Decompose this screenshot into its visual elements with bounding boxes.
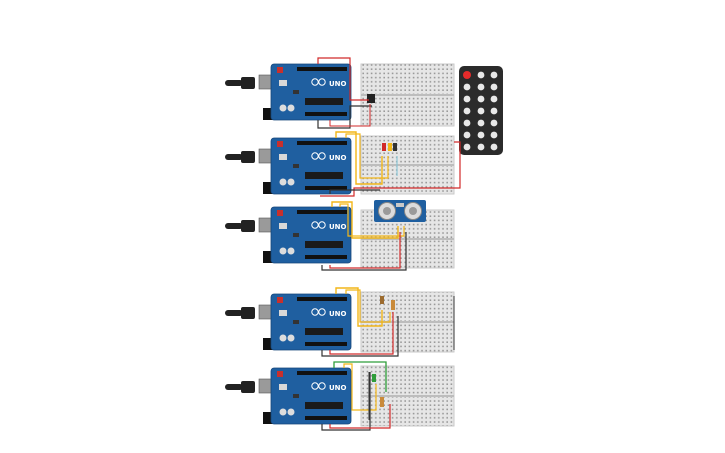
resistor[interactable]	[393, 143, 397, 151]
uno-label-4: UNO	[329, 310, 347, 318]
uno-label-3: UNO	[329, 223, 347, 231]
circuit-3	[224, 200, 455, 271]
resistor-5[interactable]	[380, 397, 384, 407]
uno-label-2: UNO	[329, 154, 347, 162]
circuit-1	[224, 57, 455, 129]
uno-label-5: UNO	[329, 384, 347, 392]
resistor-4[interactable]	[391, 300, 395, 310]
arduino-uno-5[interactable]	[224, 367, 352, 425]
remote-power-button[interactable]	[463, 71, 471, 79]
arduino-uno-3[interactable]	[224, 206, 352, 264]
ir-remote[interactable]	[459, 66, 503, 155]
arduino-uno-4[interactable]	[224, 293, 352, 351]
circuit-4	[224, 287, 455, 357]
hc-sr04[interactable]	[374, 200, 426, 222]
led[interactable]	[380, 296, 384, 304]
red-led[interactable]	[382, 143, 386, 151]
circuit-5	[224, 361, 455, 431]
uno-label-1: UNO	[329, 80, 347, 88]
circuit-2	[224, 131, 461, 197]
arduino-uno-2[interactable]	[224, 137, 352, 195]
ir-receiver[interactable]	[367, 94, 375, 103]
arduino-uno-1[interactable]	[224, 63, 352, 121]
green-led[interactable]	[372, 374, 376, 382]
yellow-led[interactable]	[388, 143, 392, 151]
